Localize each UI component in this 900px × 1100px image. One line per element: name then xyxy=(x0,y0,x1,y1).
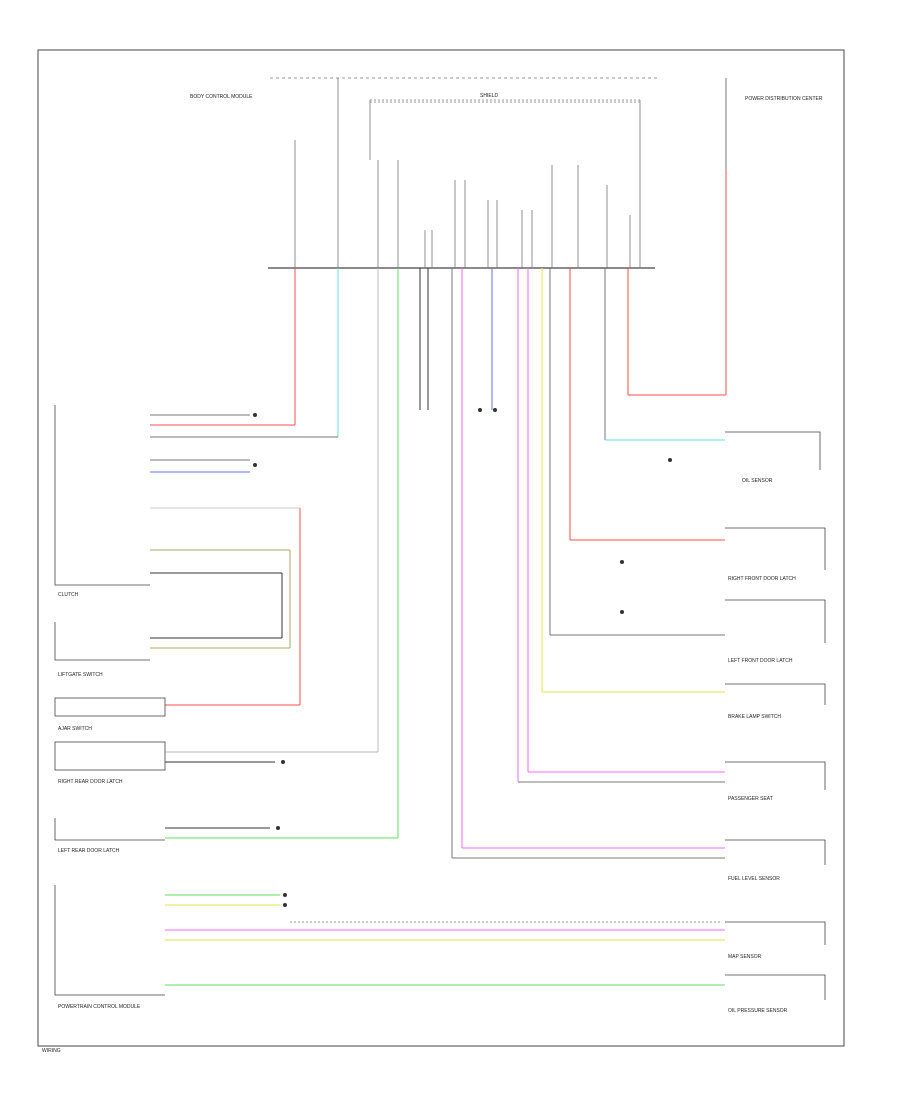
label-shield: SHIELD xyxy=(480,93,498,99)
shield-box xyxy=(369,99,641,103)
label-passenger-seat: PASSENGER SEAT xyxy=(728,796,773,802)
harness-wires xyxy=(150,268,725,859)
oil-sensor-box xyxy=(725,431,821,470)
rf-latch-box xyxy=(725,527,826,570)
label-pcm: POWERTRAIN CONTROL MODULE xyxy=(58,1004,141,1010)
clutch-box xyxy=(54,405,150,586)
pcm-wiring xyxy=(165,894,725,986)
label-map-sensor: MAP SENSOR xyxy=(728,954,762,960)
left-wiring xyxy=(150,414,301,829)
top-drops xyxy=(294,78,641,268)
liftgate-switch-box xyxy=(54,622,150,661)
label-oil-pressure-sensor: OIL PRESSURE SENSOR xyxy=(728,1008,788,1014)
fuel-level-box xyxy=(725,839,826,865)
pcm-box xyxy=(54,885,165,996)
map-sensor-box xyxy=(725,921,826,945)
label-clutch: CLUTCH xyxy=(58,592,79,598)
label-footer: WIRING xyxy=(42,1048,61,1054)
power-feed xyxy=(627,78,727,396)
label-right-front-latch: RIGHT FRONT DOOR LATCH xyxy=(728,576,796,582)
label-right-rear-latch: RIGHT REAR DOOR LATCH xyxy=(58,779,123,785)
component-boxes xyxy=(54,405,826,1000)
lf-latch-box xyxy=(725,599,826,643)
diagram-frame xyxy=(37,49,845,1047)
label-top-left-module: BODY CONTROL MODULE xyxy=(190,94,253,100)
label-left-rear-latch: LEFT REAR DOOR LATCH xyxy=(58,848,120,854)
ajar-switch-box xyxy=(54,697,166,717)
label-top-right-module: POWER DISTRIBUTION CENTER xyxy=(745,96,823,102)
label-ajar-switch: AJAR SWITCH xyxy=(58,726,92,732)
label-left-front-latch: LEFT FRONT DOOR LATCH xyxy=(728,658,793,664)
label-brake-switch: BRAKE LAMP SWITCH xyxy=(728,714,781,720)
ground-symbols xyxy=(253,408,672,907)
left-rear-latch-box xyxy=(54,818,165,841)
brake-switch-box xyxy=(725,683,826,705)
oil-pressure-box xyxy=(725,974,826,1000)
label-oil-sensor: OIL SENSOR xyxy=(742,478,773,484)
label-liftgate-switch: LIFTGATE SWITCH xyxy=(58,672,103,678)
right-rear-latch-box xyxy=(54,741,166,771)
label-fuel-level-sensor: FUEL LEVEL SENSOR xyxy=(728,876,780,882)
passenger-seat-box xyxy=(725,761,826,790)
